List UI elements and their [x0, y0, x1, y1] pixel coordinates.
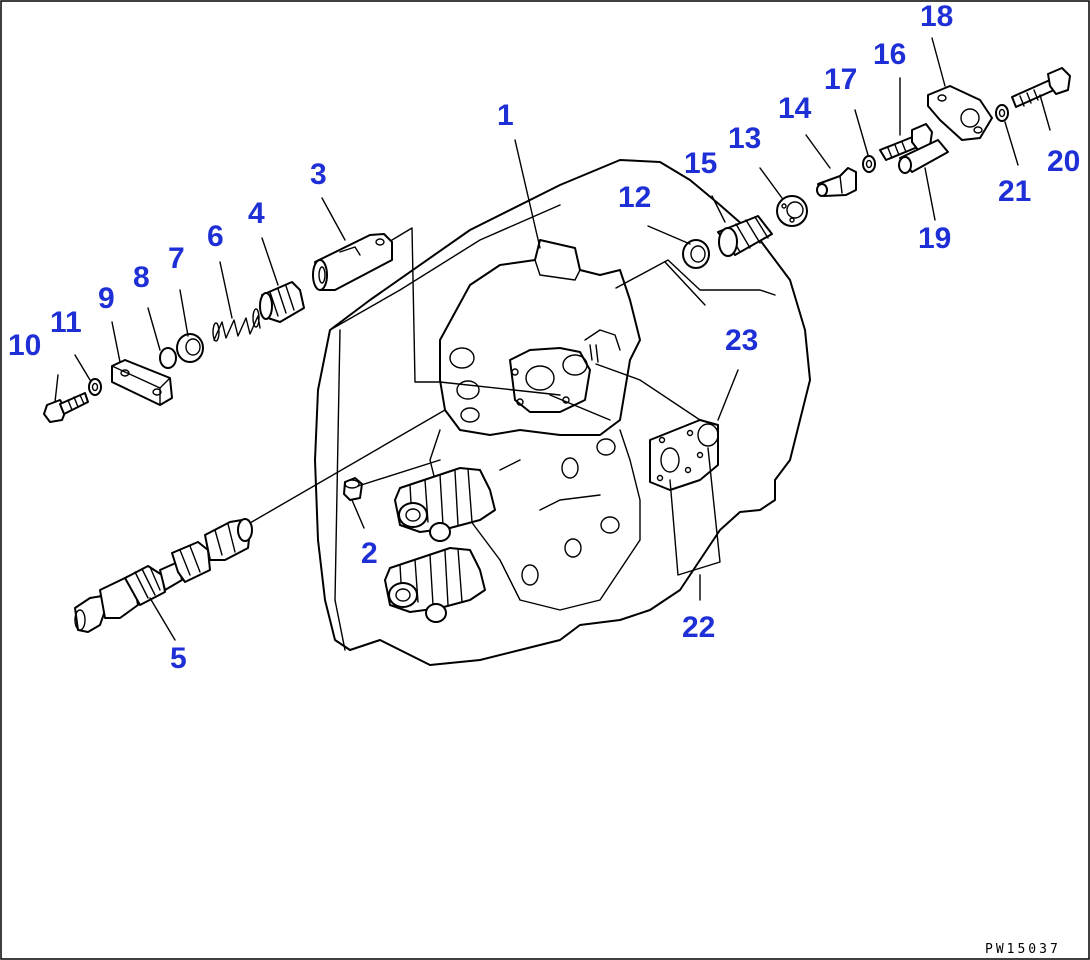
label-22: 22: [682, 611, 715, 644]
label-12: 12: [618, 181, 651, 214]
label-5: 5: [170, 642, 187, 675]
spring-15: [717, 215, 773, 257]
spring-6: [212, 308, 261, 342]
label-14: 14: [778, 92, 812, 125]
sleeve-3: [312, 233, 393, 291]
transmission-case: [314, 159, 811, 666]
label-2: 2: [361, 537, 378, 570]
bracket-9: [111, 359, 173, 406]
label-9: 9: [98, 282, 115, 315]
bolt-10: [43, 392, 89, 423]
label-3: 3: [310, 158, 327, 191]
drawing-code: PW15037: [985, 942, 1061, 957]
cover-18: [927, 85, 993, 141]
label-8: 8: [133, 261, 150, 294]
ball-8: [159, 347, 177, 369]
label-19: 19: [918, 222, 951, 255]
label-6: 6: [207, 220, 224, 253]
part-labels: 1 2 3 4 5 6 7 8 9 10 11 12 13 14 15 16 1…: [8, 0, 1080, 675]
label-16: 16: [873, 38, 906, 71]
label-13: 13: [728, 122, 761, 155]
piston-4: [259, 281, 305, 323]
label-17: 17: [824, 63, 857, 96]
plug-part: [343, 477, 363, 501]
collar-13: [776, 195, 808, 227]
clutch-pack-upper: [394, 467, 496, 542]
washer-21: [995, 104, 1009, 122]
retainer-7: [176, 333, 204, 363]
leader-lines: [54, 37, 1051, 641]
gasket: [649, 419, 719, 491]
label-18: 18: [920, 0, 953, 33]
valve-body: [439, 239, 641, 436]
washer-11: [88, 378, 102, 396]
label-4: 4: [248, 197, 265, 230]
label-10: 10: [8, 329, 41, 362]
plug-14: [816, 167, 857, 197]
washer-17: [862, 155, 876, 173]
ring-12: [682, 239, 710, 269]
bolt-20: [1011, 67, 1071, 108]
clutch-pack-lower: [384, 547, 486, 623]
pin-19: [898, 139, 949, 174]
label-23: 23: [725, 324, 758, 357]
label-7: 7: [168, 242, 185, 275]
label-15: 15: [684, 147, 717, 180]
spool-assembly: [74, 518, 253, 633]
label-1: 1: [497, 99, 514, 132]
label-20: 20: [1047, 145, 1080, 178]
label-11: 11: [50, 306, 82, 339]
label-21: 21: [998, 175, 1031, 208]
